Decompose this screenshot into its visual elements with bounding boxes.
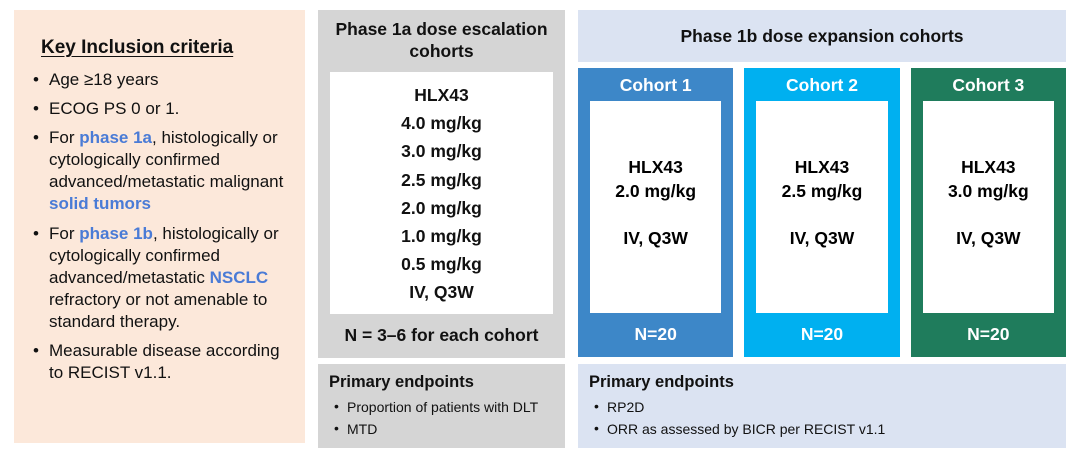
cohort-3-title: Cohort 3 [952, 75, 1025, 95]
cohort-2-title: Cohort 2 [786, 75, 858, 95]
dose-item: 4.0 mg/kg [401, 113, 482, 134]
phase1b-header: Phase 1b dose expansion cohorts [578, 10, 1066, 62]
phase1b-endpoints-title: Primary endpoints [589, 373, 734, 391]
cohort-3-n-badge: N=20 [967, 324, 1010, 344]
cohort-1-route: IV, Q3W [623, 227, 688, 248]
cohort-1-n-badge: N=20 [634, 324, 677, 344]
cohort-3-dose: 3.0 mg/kg [947, 180, 1029, 201]
phase1a-title: Phase 1a dose escalation cohorts [335, 19, 548, 61]
inclusion-title: Key Inclusion criteria [41, 37, 234, 58]
inclusion-bullet-phase1b: For phase 1b, histologically or cytologi… [28, 223, 295, 333]
cohort-3-box: Cohort 3 HLX43 3.0 mg/kg IV, Q3W N=20 [910, 68, 1066, 357]
dose-item: 1.0 mg/kg [401, 226, 482, 247]
cohort-2-content: HLX43 2.5 mg/kg IV, Q3W [756, 101, 888, 313]
phase1a-dose-list: HLX43 4.0 mg/kg 3.0 mg/kg 2.5 mg/kg 2.0 … [330, 72, 553, 315]
phase1a-endpoints-panel: Primary endpoints Proportion of patients… [318, 364, 565, 448]
cohort-2-dose: 2.5 mg/kg [781, 180, 863, 201]
dose-item: 3.0 mg/kg [401, 141, 482, 162]
phase1a-endpoints-list: Proportion of patients with DLT MTD [329, 395, 555, 441]
inclusion-list: Age ≥18 years ECOG PS 0 or 1. For phase … [28, 69, 295, 384]
cohort-1-drug: HLX43 [628, 156, 683, 177]
dose-item: 0.5 mg/kg [401, 254, 482, 275]
phase1a-cohort-size-note: N = 3–6 for each cohort [344, 325, 539, 346]
cohort-3-content: HLX43 3.0 mg/kg IV, Q3W [922, 101, 1054, 313]
inclusion-bullet-age: Age ≥18 years [28, 69, 295, 91]
solid-tumors-highlight: solid tumors [49, 194, 152, 214]
inclusion-bullet-phase1a: For phase 1a, histologically or cytologi… [28, 127, 295, 215]
dose-item: 2.5 mg/kg [401, 169, 482, 190]
endpoint-item-mtd: MTD [329, 417, 555, 440]
cohort-2-n-badge: N=20 [800, 324, 844, 344]
cohort-1-title: Cohort 1 [619, 75, 692, 95]
endpoint-item-rp2d: RP2D [589, 395, 1056, 418]
cohort-3-drug: HLX43 [961, 156, 1016, 177]
cohort-1-dose: 2.0 mg/kg [615, 180, 697, 201]
endpoint-item-orr: ORR as assessed by BICR per RECIST v1.1 [589, 417, 1056, 440]
dose-item: 2.0 mg/kg [401, 197, 482, 218]
phase1a-route-label: IV, Q3W [409, 282, 474, 303]
cohort-3-route: IV, Q3W [956, 227, 1021, 248]
cohort-1-box: Cohort 1 HLX43 2.0 mg/kg IV, Q3W N=20 [578, 68, 734, 357]
cohort-2-route: IV, Q3W [789, 227, 855, 248]
inclusion-bullet-measurable: Measurable disease according to RECIST v… [28, 340, 295, 384]
phase1b-endpoints-list: RP2D ORR as assessed by BICR per RECIST … [589, 395, 1056, 441]
phase-1b-highlight: phase 1b [79, 223, 153, 243]
endpoint-item-dlt: Proportion of patients with DLT [329, 395, 555, 418]
cohort-2-drug: HLX43 [794, 156, 850, 177]
phase1b-endpoints-panel: Primary endpoints RP2D ORR as assessed b… [578, 364, 1066, 448]
phase-1a-highlight: phase 1a [79, 128, 152, 148]
cohort-2-box: Cohort 2 HLX43 2.5 mg/kg IV, Q3W N=20 [744, 68, 900, 357]
nsclc-highlight: NSCLC [209, 267, 269, 287]
cohort-1-content: HLX43 2.0 mg/kg IV, Q3W [590, 101, 722, 313]
phase1a-endpoints-title: Primary endpoints [329, 373, 474, 391]
inclusion-bullet-ecog: ECOG PS 0 or 1. [28, 98, 295, 120]
phase1a-panel: Phase 1a dose escalation cohorts HLX43 4… [318, 10, 565, 358]
inclusion-criteria-panel: Key Inclusion criteria Age ≥18 years ECO… [14, 10, 305, 443]
phase1b-title: Phase 1b dose expansion cohorts [680, 25, 964, 46]
phase1a-drug-name: HLX43 [414, 85, 469, 106]
phase1b-cohorts-row: Cohort 1 HLX43 2.0 mg/kg IV, Q3W N=20 Co… [578, 68, 1066, 357]
